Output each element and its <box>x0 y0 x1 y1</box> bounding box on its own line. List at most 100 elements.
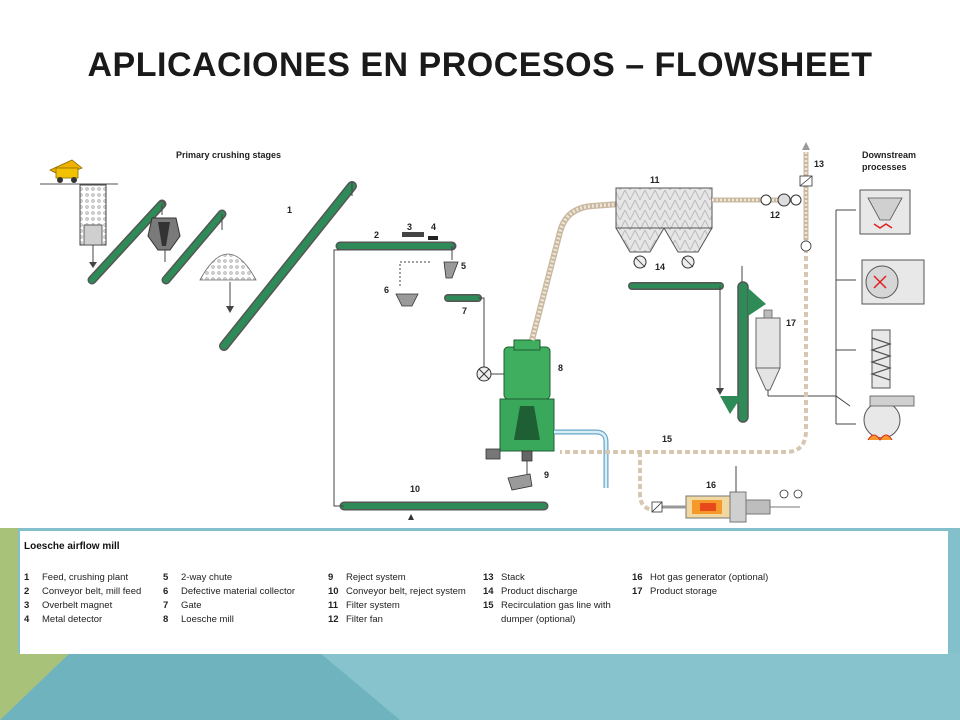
legend-label: Hot gas generator (optional) <box>650 572 769 583</box>
legend-item: 15 Recirculation gas line with <box>483 599 611 613</box>
label-12: 12 <box>770 210 780 220</box>
flowsheet-diagram: Primary crushing stages <box>40 142 925 523</box>
legend-title: Loesche airflow mill <box>24 541 120 552</box>
stockpile <box>199 253 257 313</box>
legend-item: dumper (optional) <box>483 613 611 627</box>
legend-number: 2 <box>24 586 30 597</box>
legend-number: 9 <box>328 572 334 583</box>
legend-label: Gate <box>181 600 202 611</box>
legend-number: 11 <box>328 600 339 611</box>
product-duct <box>529 201 621 341</box>
feed-conveyor-1: 1 <box>219 181 357 351</box>
legend-column-5: 16 Hot gas generator (optional) 17 Product… <box>632 571 768 599</box>
legend-label: Defective material collector <box>181 586 296 597</box>
bucket-elevator <box>720 266 766 423</box>
legend-column-3: 9 Reject system 10 Conveyor belt, reject s… <box>328 571 466 627</box>
label-9: 9 <box>544 470 549 480</box>
legend-number: 10 <box>328 586 339 597</box>
gate-7: 7 <box>444 294 485 368</box>
loesche-mill-8: 8 <box>485 339 563 462</box>
label-11: 11 <box>650 175 660 185</box>
primary-crushing-stage: Primary crushing stages <box>40 150 281 313</box>
legend-item: 11 Filter system <box>328 599 466 613</box>
label-6: 6 <box>384 285 389 295</box>
stack-13: 13 <box>799 142 824 240</box>
legend-label: Overbelt magnet <box>42 600 113 611</box>
legend-label: Conveyor belt, mill feed <box>42 586 142 597</box>
legend-label: Loesche mill <box>181 614 234 625</box>
legend-number: 8 <box>163 614 169 625</box>
legend-label: Metal detector <box>42 614 103 625</box>
legend-label: Conveyor belt, reject system <box>346 586 466 597</box>
legend-number: 15 <box>483 600 494 611</box>
metal-detector-4: 4 <box>428 222 438 240</box>
legend-item: 6 Defective material collector <box>163 585 295 599</box>
conveyor-reject-10: 10 <box>333 249 549 520</box>
hot-gas-inlet-duct <box>554 429 609 488</box>
product-discharge-14: 14 <box>633 255 695 272</box>
legend-item: 8 Loesche mill <box>163 613 295 627</box>
legend-label: 2-way chute <box>181 572 233 583</box>
legend-item: 14 Product discharge <box>483 585 611 599</box>
legend-item: 4 Metal detector <box>24 613 141 627</box>
legend-label: dumper (optional) <box>501 614 576 625</box>
legend-label: Filter fan <box>346 614 383 625</box>
legend-number: 4 <box>24 614 30 625</box>
legend-item: 7 Gate <box>163 599 295 613</box>
label-3: 3 <box>407 222 412 232</box>
label-4: 4 <box>431 222 436 232</box>
legend-item: 12 Filter fan <box>328 613 466 627</box>
label-14: 14 <box>655 262 665 272</box>
downstream-screw-icon <box>870 329 892 389</box>
cone-crusher <box>147 217 181 262</box>
conveyor-mill-feed-2: 2 <box>335 230 457 251</box>
legend-number: 14 <box>483 586 494 597</box>
legend-number: 13 <box>483 572 494 583</box>
product-conveyor <box>628 282 724 395</box>
defective-collector-6: 6 <box>384 261 430 307</box>
filter-fan-12: 12 <box>760 193 802 220</box>
label-13: 13 <box>814 159 824 169</box>
dump-truck-icon <box>49 159 83 183</box>
label-16: 16 <box>706 480 716 490</box>
label-15: 15 <box>662 434 672 444</box>
legend-number: 3 <box>24 600 30 611</box>
legend-label: Recirculation gas line with <box>501 600 611 611</box>
legend-label: Product storage <box>650 586 718 597</box>
legend-number: 16 <box>632 572 643 583</box>
legend-item: 17 Product storage <box>632 585 768 599</box>
downstream-label-line1: Downstream <box>862 150 916 160</box>
downstream-label-line2: processes <box>862 162 907 172</box>
crushing-conveyor-b <box>161 209 227 285</box>
downstream-kiln-icon <box>863 395 915 441</box>
legend-label: Reject system <box>346 572 406 583</box>
legend-label: Filter system <box>346 600 400 611</box>
legend-item: 10 Conveyor belt, reject system <box>328 585 466 599</box>
legend-number: 7 <box>163 600 169 611</box>
label-8: 8 <box>558 363 563 373</box>
legend-number <box>483 613 501 627</box>
label-10: 10 <box>410 484 420 494</box>
downstream-processes: Downstream processes <box>835 150 925 441</box>
overbelt-magnet-3: 3 <box>402 222 424 237</box>
legend-number: 6 <box>163 586 169 597</box>
legend-number: 17 <box>632 586 643 597</box>
label-17: 17 <box>786 318 796 328</box>
legend-label: Product discharge <box>501 586 578 597</box>
rotary-feeder <box>476 366 505 382</box>
feed-hopper <box>79 184 107 268</box>
reject-system-9: 9 <box>507 461 549 491</box>
two-way-chute-5: 5 <box>443 246 466 279</box>
legend-number: 12 <box>328 614 339 625</box>
legend-item: 16 Hot gas generator (optional) <box>632 571 768 585</box>
primary-crushing-label: Primary crushing stages <box>176 150 281 160</box>
downstream-reactor-icon <box>861 259 925 305</box>
legend-item: 9 Reject system <box>328 571 466 585</box>
